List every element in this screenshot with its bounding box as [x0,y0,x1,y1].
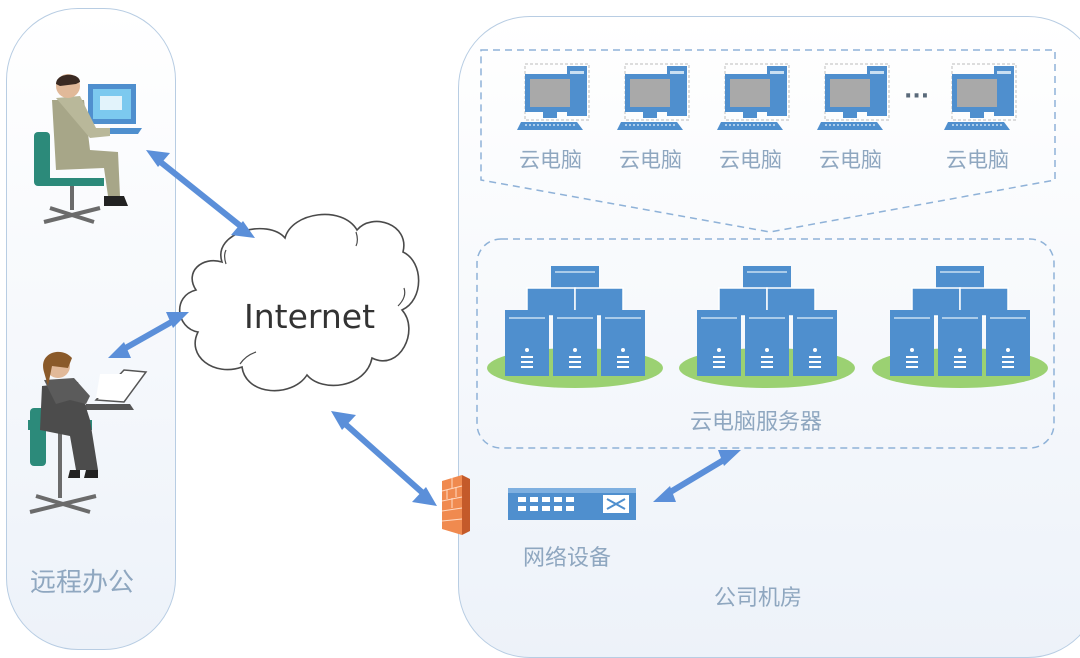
remote-worker-laptop-icon [28,351,148,514]
cloud-pc-group-outline [480,49,1056,233]
server-group-outline [476,238,1055,449]
server-label: 云电脑服务器 [690,410,823,435]
cloud-pc-icon [816,63,890,131]
remote-worker-desktop-icon [34,74,142,224]
internet-cloud-icon [178,213,420,392]
network-diagram [28,49,1056,535]
cloud-pc-icon [716,63,790,131]
internet-label: Internet [244,297,376,336]
server-rack-icon [872,266,1048,388]
firewall-icon [441,475,470,535]
connection-arrows [108,150,741,506]
server-room-label: 公司机房 [714,586,803,611]
cloud-pc-icon [616,63,690,131]
network-switch-icon [508,488,636,520]
cloud-pc-icon [943,63,1017,131]
cloud-pc-label: 云电脑 [619,148,682,172]
cloud-pc-label: 云电脑 [819,148,882,172]
cloud-pc-icon [516,63,590,131]
cloud-pc-label: 云电脑 [519,148,582,172]
cloud-pc-label: 云电脑 [946,148,1009,172]
remote-office-label: 远程办公 [30,568,135,598]
network-device-label: 网络设备 [523,546,612,571]
server-rack-icon [487,266,663,388]
server-rack-icon [679,266,855,388]
ellipsis-label: ··· [904,84,930,109]
cloud-pc-label: 云电脑 [719,148,782,172]
